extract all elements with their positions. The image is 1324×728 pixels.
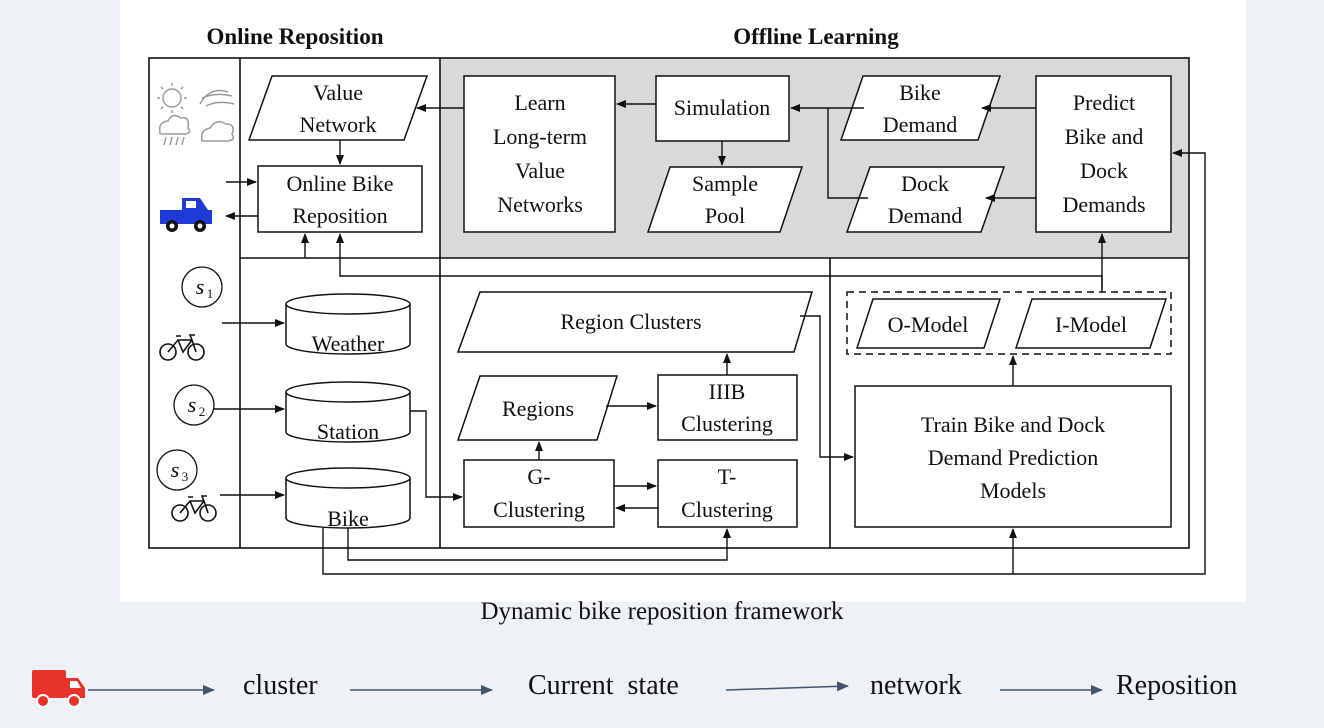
figure-caption: Dynamic bike reposition framework	[480, 598, 844, 625]
sun-icon	[157, 83, 187, 113]
region-clusters-node: Region Clusters	[456, 291, 814, 353]
svg-text:s: s	[171, 457, 180, 482]
svg-text:s: s	[188, 392, 197, 417]
state-s2: s 2	[173, 384, 215, 426]
flow-step-cluster: cluster	[243, 670, 318, 701]
flow-step-reposition: Reposition	[1116, 670, 1238, 701]
svg-text:Station: Station	[317, 419, 379, 444]
svg-text:G-: G-	[527, 464, 550, 489]
flow-arrows	[88, 681, 1103, 695]
svg-text:Value: Value	[313, 80, 363, 105]
station-database: Station	[285, 381, 411, 444]
wind-icon	[199, 89, 235, 107]
g-clustering-node: G- Clustering	[463, 459, 615, 528]
svg-text:Bike and: Bike and	[1065, 124, 1144, 149]
svg-text:Bike: Bike	[899, 80, 941, 105]
svg-text:Demand Prediction: Demand Prediction	[928, 445, 1098, 470]
svg-text:Clustering: Clustering	[681, 497, 773, 522]
learn-value-networks-node: Learn Long-term Value Networks	[463, 75, 616, 233]
bicycle-icon	[159, 334, 205, 361]
svg-text:Predict: Predict	[1073, 90, 1135, 115]
bicycle-icon	[171, 495, 217, 522]
svg-text:Models: Models	[980, 478, 1046, 503]
sample-pool-node: Sample Pool	[646, 166, 804, 233]
svg-text:Pool: Pool	[705, 203, 745, 228]
svg-text:Simulation: Simulation	[674, 95, 771, 120]
svg-text:Dock: Dock	[1080, 158, 1128, 183]
svg-text:O-Model: O-Model	[888, 312, 969, 337]
online-bike-reposition-node: Online Bike Reposition	[257, 165, 423, 233]
bike-database: Bike	[285, 467, 411, 531]
regions-node: Regions	[456, 375, 619, 441]
svg-text:Sample: Sample	[692, 171, 758, 196]
value-network-node: Value Network	[247, 75, 429, 141]
truck-icon	[32, 670, 85, 708]
svg-text:Train Bike and Dock: Train Bike and Dock	[921, 412, 1105, 437]
framework-diagram: Online Reposition Offline Learning	[148, 24, 1206, 575]
svg-text:Value: Value	[515, 158, 565, 183]
svg-text:Demand: Demand	[888, 203, 963, 228]
flow-step-network: network	[870, 670, 962, 701]
svg-text:T-: T-	[718, 464, 737, 489]
offline-learning-header: Offline Learning	[733, 24, 899, 49]
diagram-panel: Online Reposition Offline Learning	[120, 0, 1246, 602]
flow-arrow	[725, 681, 849, 692]
svg-text:Weather: Weather	[312, 331, 385, 356]
train-models-node: Train Bike and Dock Demand Prediction Mo…	[854, 385, 1172, 528]
svg-text:Online Bike: Online Bike	[287, 171, 394, 196]
dock-demand-node: Dock Demand	[845, 166, 1006, 233]
flow-step-current-state: Current state	[528, 670, 679, 701]
rain-cloud-icon	[158, 114, 191, 146]
i-model-node: I-Model	[1014, 298, 1168, 349]
state-s3: s 3	[156, 449, 198, 491]
iiib-clustering-node: IIIB Clustering	[657, 374, 798, 441]
framework-frame	[148, 57, 1190, 549]
svg-text:s: s	[196, 274, 205, 299]
svg-text:Dock: Dock	[901, 171, 949, 196]
svg-text:Learn: Learn	[514, 90, 565, 115]
online-reposition-header: Online Reposition	[206, 24, 383, 49]
svg-text:Reposition: Reposition	[292, 203, 387, 228]
weather-database: Weather	[285, 293, 411, 356]
cloudy-icon	[200, 121, 235, 142]
truck-icon	[160, 198, 212, 232]
o-model-node: O-Model	[855, 298, 1002, 349]
t-clustering-node: T- Clustering	[657, 459, 798, 528]
predict-demands-node: Predict Bike and Dock Demands	[1035, 75, 1172, 233]
svg-text:Clustering: Clustering	[681, 411, 773, 436]
svg-text:Bike: Bike	[327, 506, 369, 531]
svg-text:Clustering: Clustering	[493, 497, 585, 522]
models-group	[846, 291, 1172, 355]
svg-text:Demand: Demand	[883, 112, 958, 137]
svg-text:IIIB: IIIB	[709, 379, 746, 404]
state-s1: s 1	[181, 266, 223, 308]
svg-text:Regions: Regions	[502, 396, 574, 421]
svg-text:Region Clusters: Region Clusters	[560, 309, 701, 334]
svg-text:I-Model: I-Model	[1055, 312, 1127, 337]
svg-text:3: 3	[182, 469, 189, 484]
bike-demand-node: Bike Demand	[839, 75, 1002, 141]
svg-text:Demands: Demands	[1062, 192, 1145, 217]
svg-text:Network: Network	[300, 112, 377, 137]
svg-text:2: 2	[199, 404, 206, 419]
svg-text:1: 1	[207, 286, 214, 301]
diagram-connectors	[214, 100, 1206, 575]
svg-text:Long-term: Long-term	[493, 124, 587, 149]
simulation-node: Simulation	[655, 75, 790, 142]
svg-text:Networks: Networks	[497, 192, 583, 217]
